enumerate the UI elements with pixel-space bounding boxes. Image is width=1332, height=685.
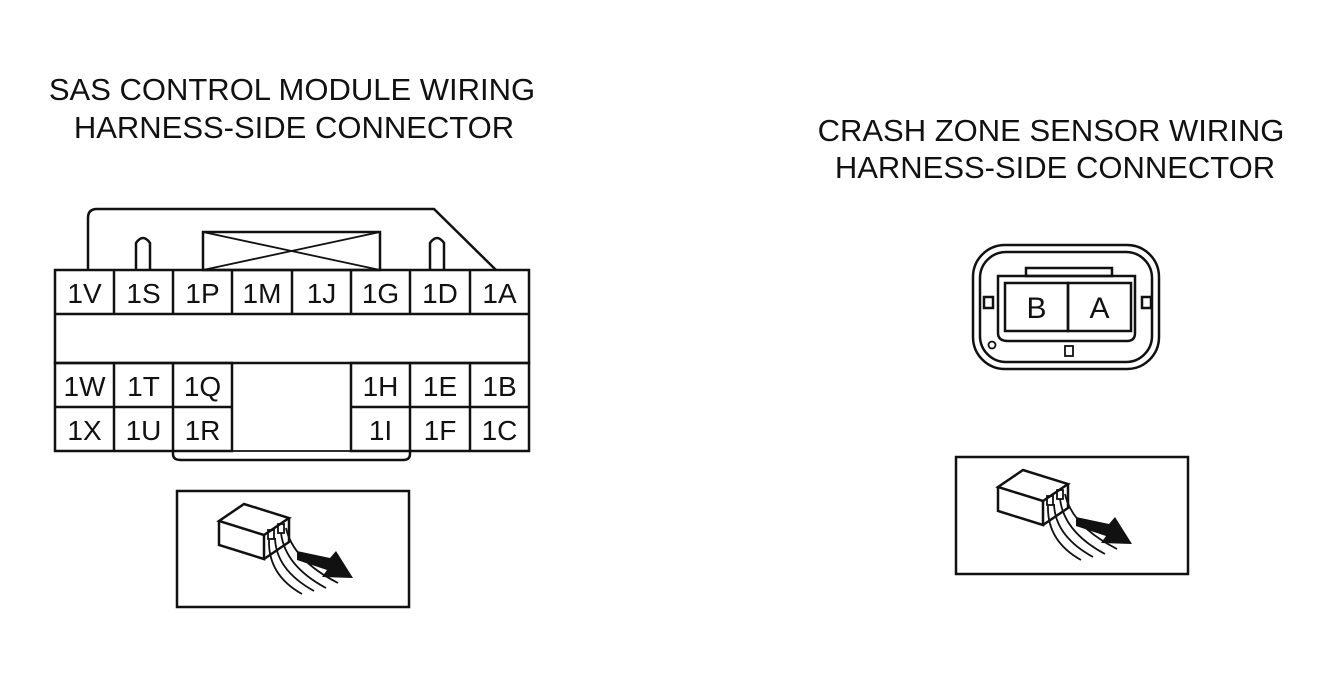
sas-connector-section: SAS CONTROL MODULE WIRING HARNESS-SIDE C… [49, 72, 535, 609]
pin-label: 1U [126, 415, 162, 446]
harness-side-view-icon [175, 489, 411, 609]
pin-label: 1M [243, 278, 282, 309]
pin-label: 1R [185, 415, 221, 446]
pin-label: 1V [67, 278, 102, 309]
sas-housing-bottom [171, 451, 412, 462]
crash-title-line1: CRASH ZONE SENSOR WIRING [818, 113, 1285, 148]
sas-lock-tab-left [134, 236, 152, 270]
pin-label: 1Q [184, 371, 221, 402]
pin-label: 1B [482, 371, 516, 402]
pin-label: 1C [482, 415, 518, 446]
sas-right-block: 1H 1E 1B 1I 1F 1C [363, 371, 518, 446]
harness-side-view-icon [954, 455, 1190, 576]
pin-label: B [1026, 292, 1046, 325]
sas-lower-blocks [53, 361, 531, 462]
sas-connector-body [53, 268, 531, 365]
pin-label: 1F [424, 415, 457, 446]
pin-label: 1J [307, 278, 337, 309]
pin-label: 1T [127, 371, 160, 402]
sas-lock-tab-right [428, 236, 446, 270]
crash-pin-labels: B A [1026, 292, 1109, 325]
pin-label: 1A [482, 278, 517, 309]
pin-label: 1W [64, 371, 107, 402]
pin-label: 1H [363, 371, 399, 402]
pin-label: A [1089, 292, 1109, 325]
crash-connector-section: CRASH ZONE SENSOR WIRING HARNESS-SIDE CO… [818, 113, 1285, 576]
sas-keyed-box [201, 230, 382, 272]
pin-label: 1S [126, 278, 160, 309]
sas-title-line1: SAS CONTROL MODULE WIRING [49, 72, 535, 107]
pin-label: 1X [67, 415, 102, 446]
pin-label: 1I [369, 415, 392, 446]
crash-connector-housing [971, 243, 1161, 371]
sas-housing-top-outline [86, 207, 497, 271]
sas-top-row: 1V 1S 1P 1M 1J 1G 1D 1A [67, 278, 517, 309]
pin-label: 1G [362, 278, 399, 309]
sas-left-block: 1W 1T 1Q 1X 1U 1R [64, 371, 222, 446]
pin-label: 1D [422, 278, 458, 309]
sas-title-line2: HARNESS-SIDE CONNECTOR [74, 110, 514, 145]
pin-label: 1P [185, 278, 219, 309]
pin-label: 1E [423, 371, 457, 402]
crash-title-line2: HARNESS-SIDE CONNECTOR [835, 150, 1275, 185]
